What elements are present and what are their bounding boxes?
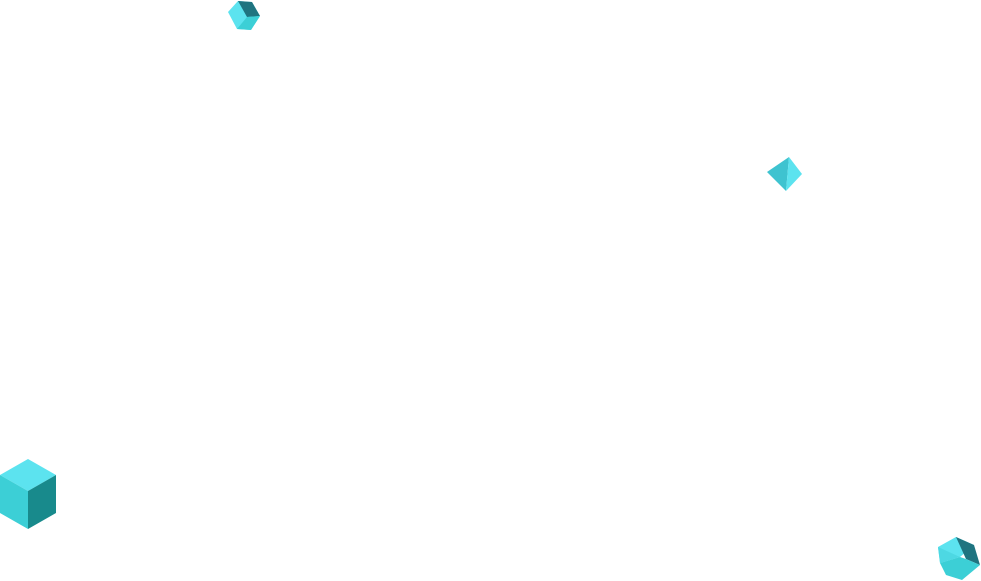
small-cube-icon [228, 1, 260, 30]
large-cube-icon [0, 459, 56, 529]
corner-cube-icon [938, 537, 980, 580]
diamond-icon [767, 157, 802, 191]
